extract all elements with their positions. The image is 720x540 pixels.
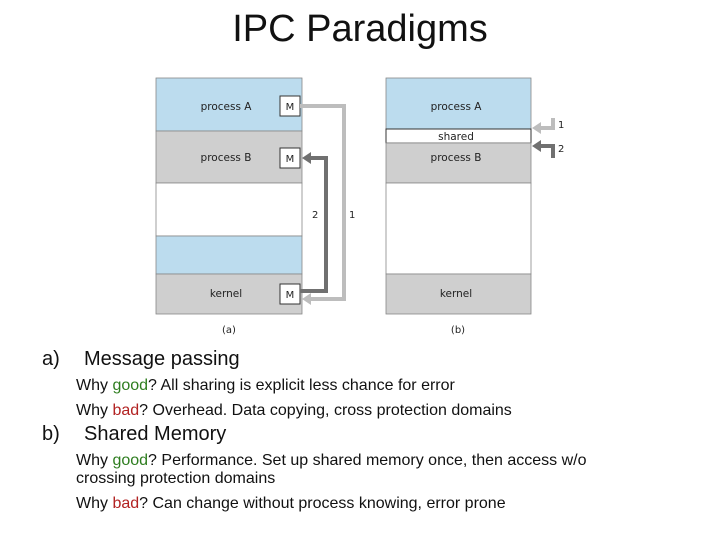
line-text: ? Can change without process knowing, er… [139,495,506,512]
arrow-2-label: 2 [312,210,318,221]
bad-highlight: bad [112,402,140,419]
slide-title: IPC Paradigms [232,8,488,50]
line-text: ? All sharing is explicit less chance fo… [148,377,455,394]
caption-b: (b) [451,325,465,336]
process-a-label-b: process A [431,101,483,113]
caption-a: (a) [222,325,236,336]
bullet-message-passing: a) Message passing [42,348,240,371]
arrow-1-label: 1 [349,210,355,221]
kernel-label: kernel [210,288,242,300]
diagram-a: process A process B kernel M M M 1 2 (a) [155,77,355,336]
good-highlight: good [112,452,149,469]
line-text: ? Overhead. Data copying, cross protecti… [139,402,512,419]
message-box-kernel-label: M [286,290,295,301]
kernel-region [155,273,303,315]
arrow-1-label-b: 1 [558,120,564,131]
message-box-a-label: M [286,102,295,113]
bullet-heading-a: Message passing [84,348,240,370]
free-memory-region [155,182,303,237]
process-b-label: process B [201,152,252,164]
line-text: Why [76,377,113,394]
kernel-region-b [385,273,532,315]
process-a-region-b [385,77,532,130]
bullet-b-line-1: Why good? Performance. Set up shared mem… [76,452,586,470]
bullet-marker-a: a) [42,348,60,370]
arrow-1-head [302,293,311,305]
arrow-2-head-b [532,140,541,152]
arrow-2-head [302,152,311,164]
bad-highlight: bad [112,495,140,512]
arrow-1-path [300,104,346,301]
good-highlight: good [112,377,149,394]
bullet-b-line-3: Why bad? Can change without process know… [76,495,506,513]
line-text: Why [76,452,113,469]
bullet-a-line-1: Why good? All sharing is explicit less c… [76,377,455,395]
line-text: ? Performance. Set up shared memory once… [148,452,587,469]
bullet-heading-b: Shared Memory [84,423,227,445]
message-box-b-label: M [286,154,295,165]
arrow-2-path-b [540,144,555,158]
line-text: Why [76,402,113,419]
kernel-label-b: kernel [440,288,472,300]
arrow-1-head-b [532,122,541,134]
diagram-b: process A shared process B kernel 1 2 (b… [385,77,564,336]
message-box-kernel [279,283,301,305]
shared-label: shared [438,131,474,143]
message-box-b [279,147,301,169]
arrow-2-label-b: 2 [558,144,564,155]
line-text: crossing protection domains [76,470,276,487]
free-memory-region-b [385,182,532,275]
process-b-label-b: process B [431,152,482,164]
arrow-1-path-b [540,118,555,130]
process-a-label: process A [201,101,253,113]
bullet-a-line-2: Why bad? Overhead. Data copying, cross p… [76,402,512,420]
bullet-marker-b: b) [42,423,60,445]
bullet-shared-memory: b) Shared Memory [42,423,226,446]
process-b-region [155,130,303,184]
process-a-region [155,77,303,132]
bullet-b-line-2: crossing protection domains [76,470,275,488]
process-region-lower [155,235,303,275]
line-text: Why [76,495,113,512]
arrow-2-path [300,156,328,293]
process-b-region-b [385,142,532,184]
